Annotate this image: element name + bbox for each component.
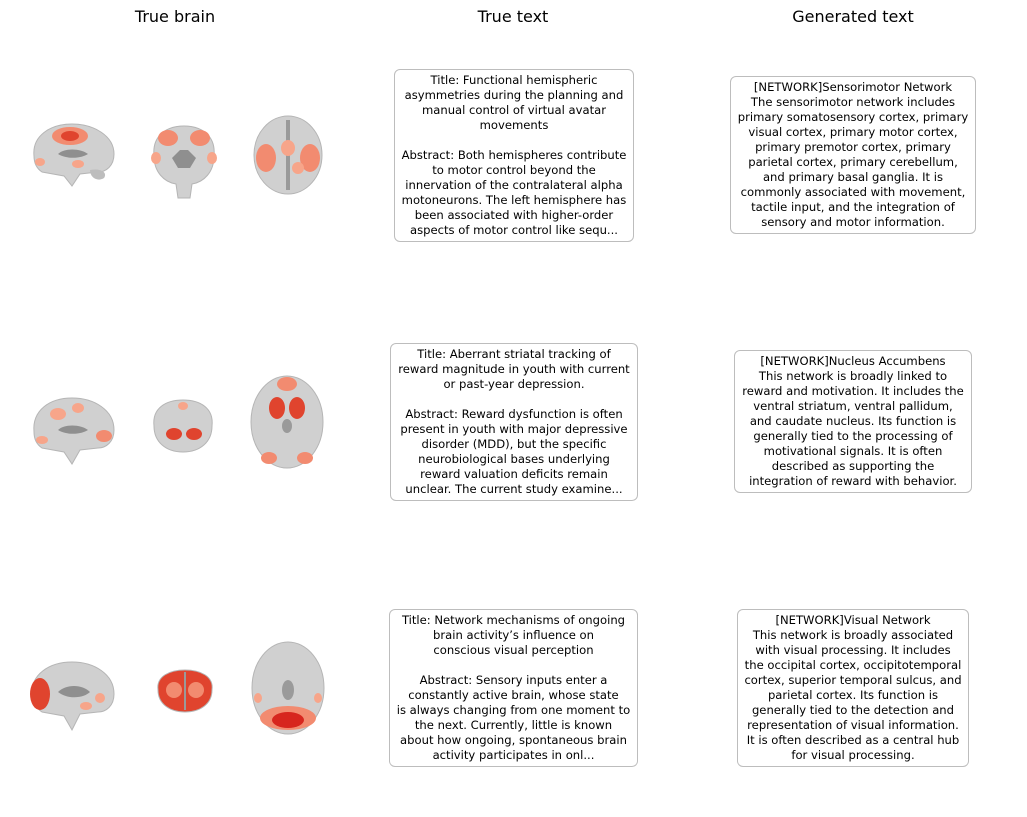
true_abstract_lines-line: innervation of the contralateral alpha [405,178,623,192]
true_abstract_lines-line: been associated with higher-order [414,208,614,222]
generated_lines-line: representation of visual information. [747,718,959,732]
true_abstract_lines-line: Abstract: Both hemispheres contribute [401,148,627,162]
generated_lines-line: and primary basal ganglia. It is [762,170,944,184]
row2-axial-brain [250,375,324,469]
generated_lines-line: described as supporting the [771,459,935,473]
true_abstract_lines-line: reward valuation deficits remain [420,467,608,481]
row3-coronal-brain [157,669,213,713]
generated_lines-line: ventral striatum, ventral pallidum, [753,399,953,413]
generated_lines-line: sensory and motor information. [761,215,945,229]
generated_lines-line: and caudate nucleus. Its function is [749,414,957,428]
true_abstract_lines-line: constantly active brain, whose state [408,688,619,702]
true_title_lines-line: asymmetries during the planning and [404,88,624,102]
generated_lines-line: commonly associated with movement, [740,185,966,199]
generated_lines-line: generally tied to the detection and [751,703,955,717]
true_abstract_lines-line: Abstract: Reward dysfunction is often [405,407,623,421]
generated_lines-line: [NETWORK]Nucleus Accumbens [760,354,946,368]
generated_lines-line: It is often described as a central hub [746,733,960,747]
row2-coronal-brain [153,399,213,453]
true_abstract_lines-line: to motor control beyond the [432,163,596,177]
true_title_lines-line: brain activity’s influence on [433,628,594,642]
true_title_lines-line: Title: Functional hemispheric [430,73,598,87]
row1-coronal-brain [151,125,217,199]
true_abstract_lines-line: the next. Currently, little is known [414,718,613,732]
generated_lines-line: visual cortex, primary motor cortex, [748,125,958,139]
generated_lines-line: reward and motivation. It includes the [742,384,964,398]
row1-sagittal-brain [33,123,115,187]
true_title_lines-line: Title: Aberrant striatal tracking of [417,347,611,361]
row3-sagittal-brain [30,661,115,732]
paragraph-gap [400,133,628,148]
paragraph-gap [396,392,632,407]
true_abstract_lines-line: unclear. The current study examine... [405,482,623,496]
header-true-brain: True brain [134,7,216,26]
true_title_lines-line: Title: Network mechanisms of ongoing [401,613,626,627]
row3-axial-brain [251,641,325,735]
generated_lines-line: generally tied to the processing of [753,429,953,443]
true_title_lines-line: movements [479,118,549,132]
generated_lines-line: with visual processing. It includes [755,643,951,657]
generated_lines-line: parietal cortex, primary cerebellum, [748,155,958,169]
generated_lines-line: This network is broadly linked to [758,369,948,383]
true_abstract_lines-line: aspects of motor control like sequ... [410,223,618,237]
true_title_lines-line: reward magnitude in youth with current [398,362,630,376]
generated_lines-line: The sensorimotor network includes [750,95,956,109]
true_abstract_lines-line: present in youth with major depressive [400,422,628,436]
generated_lines-line: This network is broadly associated [752,628,954,642]
true_title_lines-line: manual control of virtual avatar [421,103,607,117]
true_abstract_lines-line: Abstract: Sensory inputs enter a [419,673,608,687]
generated_lines-line: [NETWORK]Visual Network [775,613,931,627]
true_abstract_lines-line: activity participates in onl... [432,748,595,762]
generated_lines-line: tactile input, and the integration of [751,200,955,214]
generated_lines-line: cortex, superior temporal sulcus, and [744,673,962,687]
row2-sagittal-brain [33,397,115,465]
header-generated-text: Generated text [792,7,914,26]
row1-axial-brain [253,115,323,195]
generated_lines-line: [NETWORK]Sensorimotor Network [753,80,953,94]
true_abstract_lines-line: about how ongoing, spontaneous brain [400,733,627,747]
generated_lines-line: primary somatosensory cortex, primary [737,110,969,124]
generated_lines-line: parietal cortex. Its function is [767,688,939,702]
generated_lines-line: motivational signals. It is often [763,444,943,458]
header-true-text: True text [477,7,549,26]
true_title_lines-line: conscious visual perception [433,643,594,657]
true_abstract_lines-line: motoneurons. The left hemisphere has [401,193,627,207]
generated_lines-line: primary premotor cortex, primary [755,140,951,154]
paragraph-gap [395,658,632,673]
true_abstract_lines-line: disorder (MDD), but the specific [421,437,607,451]
true_abstract_lines-line: is always changing from one moment to [396,703,631,717]
true_title_lines-line: or past-year depression. [443,377,585,391]
true_abstract_lines-line: neurobiological bases underlying [418,452,610,466]
generated_lines-line: integration of reward with behavior. [749,474,957,488]
generated_lines-line: the occipital cortex, occipitotemporal [744,658,962,672]
generated_lines-line: for visual processing. [791,748,915,762]
